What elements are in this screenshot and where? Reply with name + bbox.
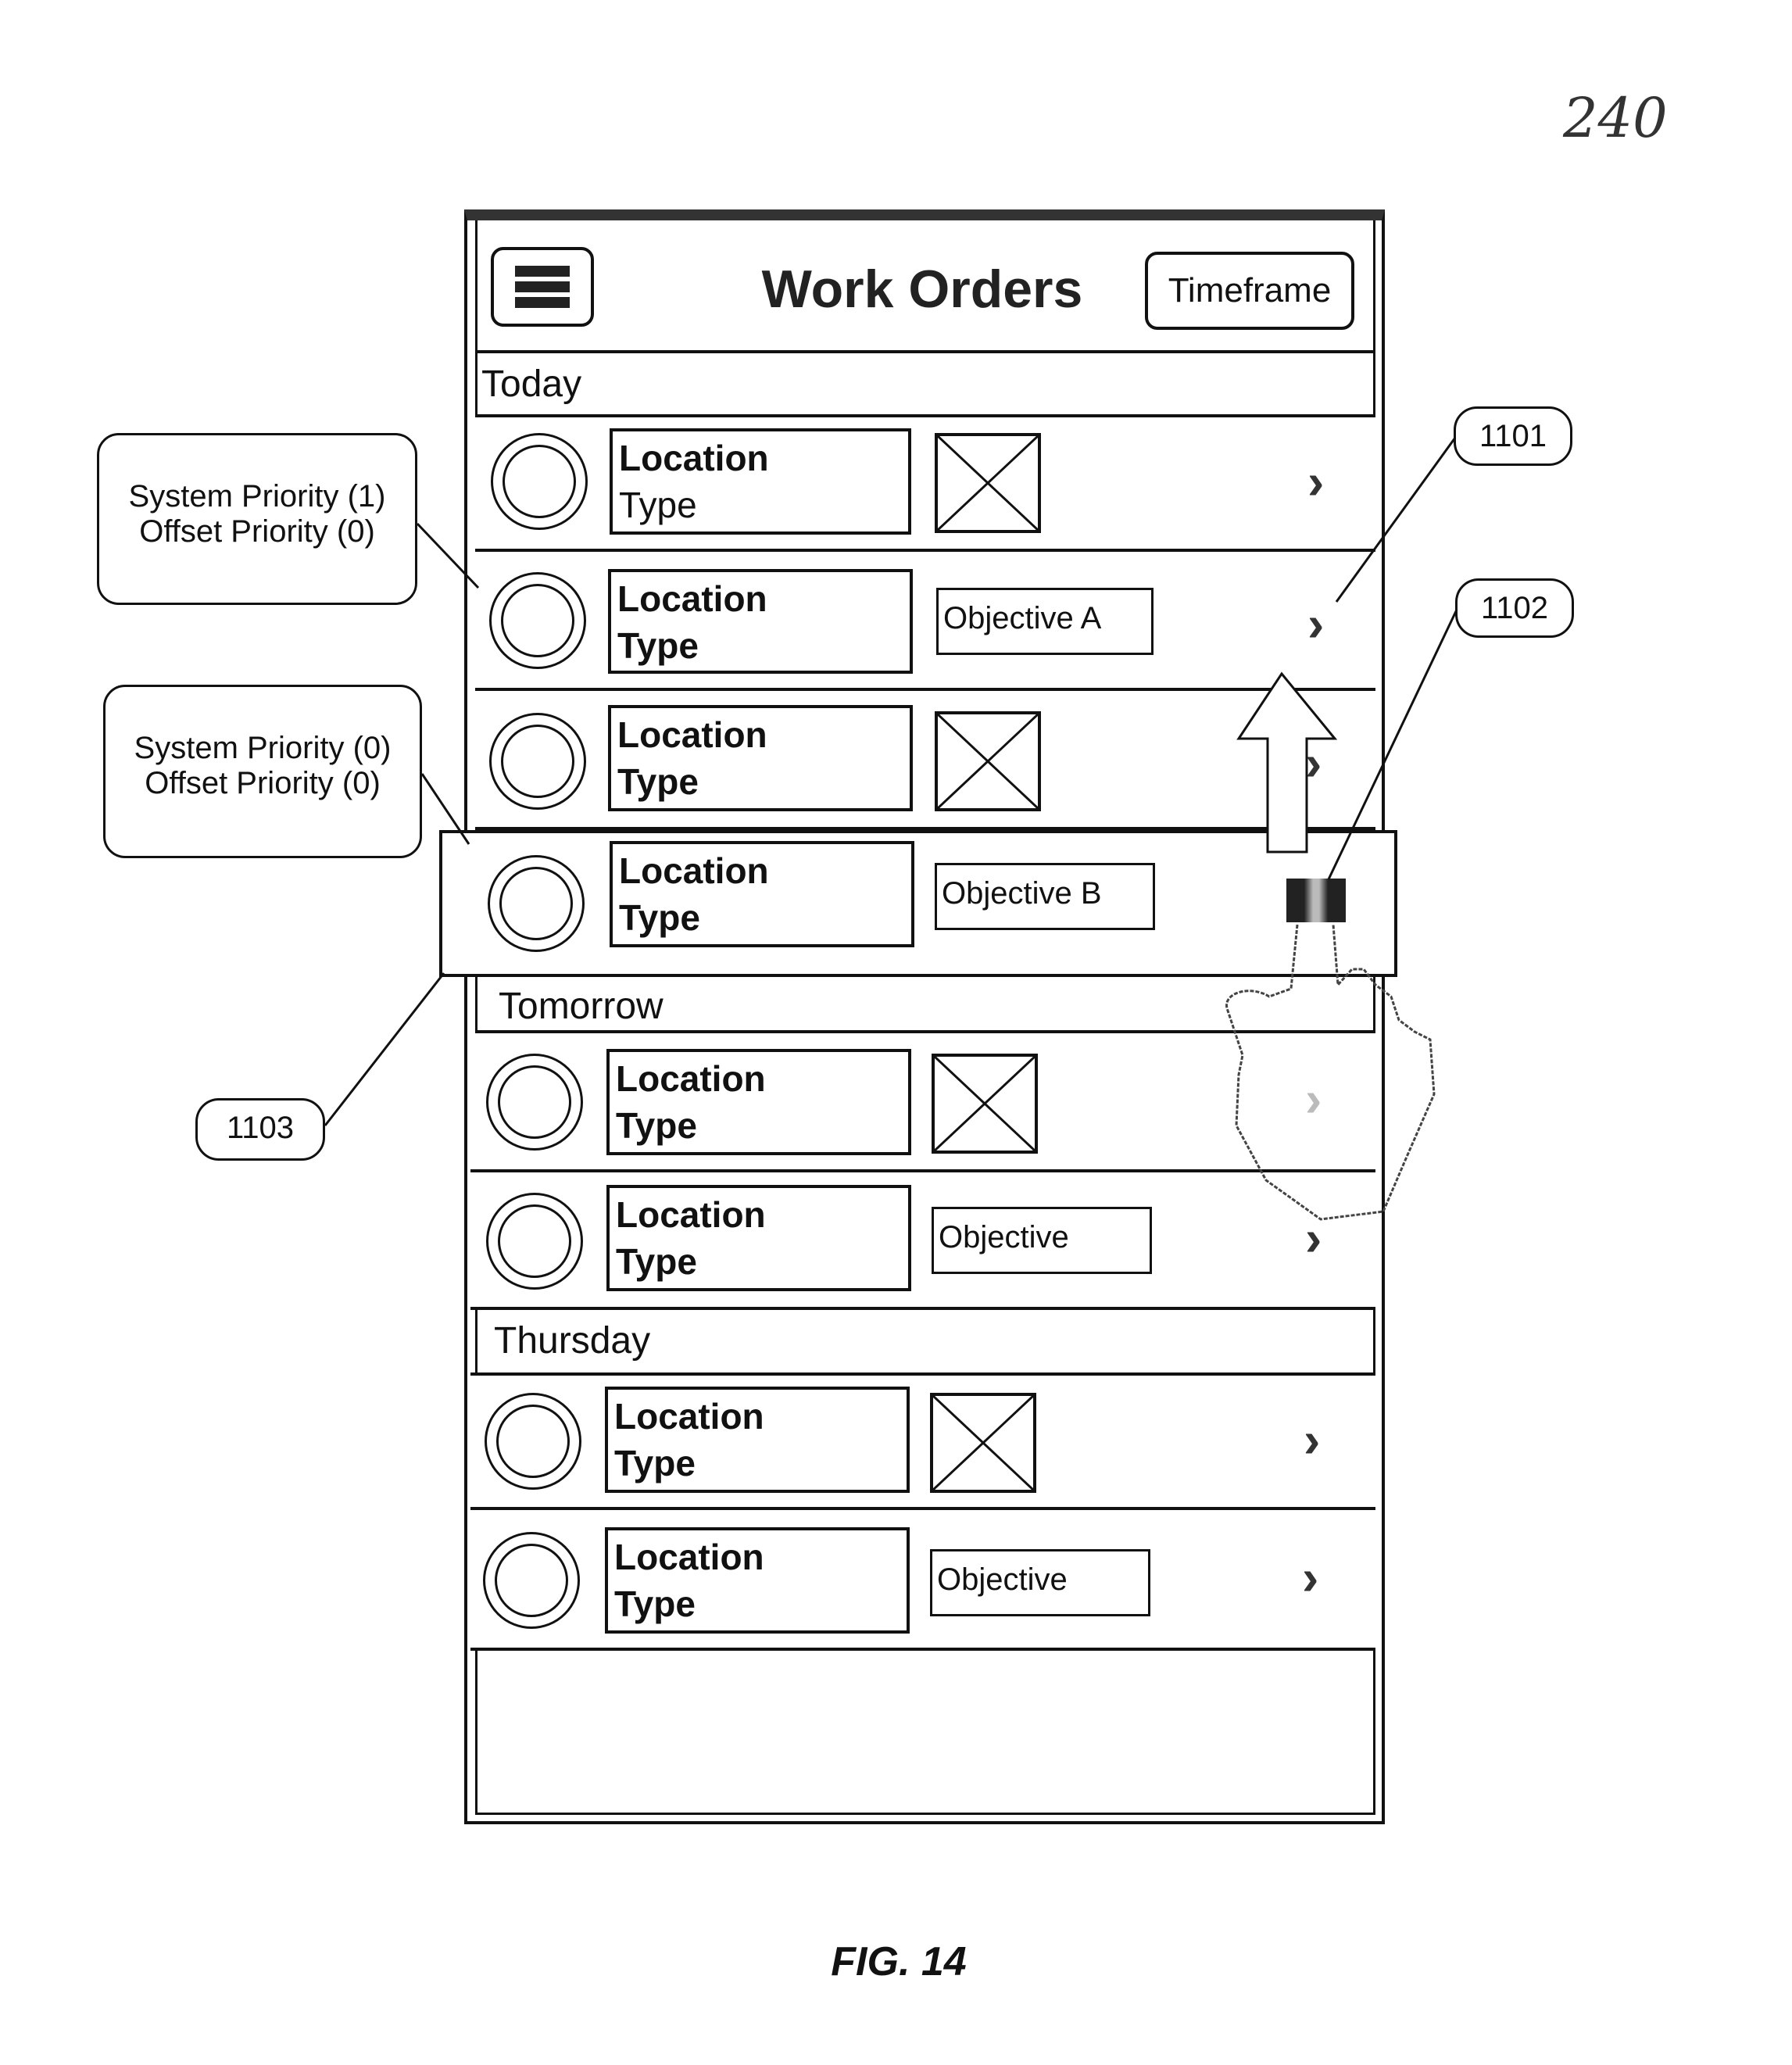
radio-inner-icon xyxy=(503,445,576,518)
select-radio[interactable] xyxy=(489,713,586,810)
section-label: Tomorrow xyxy=(499,986,664,1027)
radio-inner-icon xyxy=(499,867,573,940)
reference-label-1101: 1101 xyxy=(1454,406,1572,466)
image-placeholder-icon xyxy=(930,1393,1036,1493)
drag-handle-icon[interactable] xyxy=(1286,879,1346,922)
select-radio[interactable] xyxy=(489,572,586,669)
location-label: Location xyxy=(619,850,769,891)
chevron-right-icon[interactable]: › xyxy=(1304,1412,1321,1468)
location-label: Location xyxy=(617,714,767,755)
chevron-right-icon[interactable]: › xyxy=(1305,1071,1322,1127)
select-radio[interactable] xyxy=(486,1193,583,1290)
type-label: Type xyxy=(619,897,700,938)
select-radio[interactable] xyxy=(488,855,585,952)
location-label: Location xyxy=(616,1058,766,1099)
radio-inner-icon xyxy=(498,1065,571,1139)
type-label: Type xyxy=(616,1241,697,1282)
chevron-right-icon[interactable]: › xyxy=(1305,735,1322,791)
priority-callout-lower: System Priority (0) Offset Priority (0) xyxy=(103,685,422,858)
menu-button[interactable] xyxy=(491,247,594,327)
chevron-right-icon[interactable]: › xyxy=(1307,596,1325,652)
location-label: Location xyxy=(619,438,769,478)
select-radio[interactable] xyxy=(491,433,588,530)
header-divider xyxy=(475,350,1375,353)
radio-inner-icon xyxy=(501,725,574,798)
offset-priority-text: Offset Priority (0) xyxy=(139,514,375,549)
chevron-right-icon[interactable]: › xyxy=(1305,1210,1322,1266)
type-label: Type xyxy=(614,1443,696,1483)
section-label: Thursday xyxy=(494,1320,651,1362)
leader-line-1103 xyxy=(324,972,445,1126)
hamburger-bar xyxy=(515,297,570,308)
section-header-tomorrow: Tomorrow xyxy=(475,969,1375,1033)
radio-inner-icon xyxy=(501,584,574,657)
objective-box: Objective B xyxy=(935,863,1155,930)
radio-inner-icon xyxy=(498,1204,571,1278)
offset-priority-text: Offset Priority (0) xyxy=(145,766,381,800)
hamburger-menu-icon xyxy=(515,266,570,277)
reference-label-1102: 1102 xyxy=(1455,578,1574,638)
reference-label-1103: 1103 xyxy=(195,1098,325,1161)
type-label: Type xyxy=(617,761,699,802)
radio-inner-icon xyxy=(495,1544,568,1617)
hamburger-bar xyxy=(515,281,570,292)
objective-box: Objective xyxy=(930,1549,1150,1616)
image-placeholder-icon xyxy=(932,1054,1038,1154)
figure-caption: FIG. 14 xyxy=(831,1939,967,1984)
select-radio[interactable] xyxy=(483,1532,580,1629)
location-label: Location xyxy=(614,1396,764,1437)
location-label: Location xyxy=(614,1537,764,1577)
radio-inner-icon xyxy=(496,1405,570,1478)
type-label: Type xyxy=(614,1584,696,1624)
section-label: Today xyxy=(481,363,582,405)
chevron-right-icon[interactable]: › xyxy=(1302,1549,1319,1605)
select-radio[interactable] xyxy=(486,1054,583,1151)
chevron-right-icon[interactable]: › xyxy=(1307,453,1325,510)
objective-box: Objective xyxy=(932,1207,1152,1274)
type-label: Type xyxy=(619,485,697,525)
priority-callout-upper: System Priority (1) Offset Priority (0) xyxy=(97,433,417,605)
objective-box: Objective A xyxy=(936,588,1154,655)
section-header-today: Today xyxy=(475,353,1375,417)
location-label: Location xyxy=(617,578,767,619)
system-priority-text: System Priority (0) xyxy=(134,731,392,765)
image-placeholder-icon xyxy=(935,433,1041,533)
image-placeholder-icon xyxy=(935,711,1041,811)
timeframe-button[interactable]: Timeframe xyxy=(1145,252,1354,330)
type-label: Type xyxy=(616,1105,697,1146)
figure-reference-240: 240 xyxy=(1563,86,1668,150)
section-header-thursday: Thursday xyxy=(470,1310,1375,1376)
type-label: Type xyxy=(617,625,699,666)
page-title: Work Orders xyxy=(761,259,1083,319)
system-priority-text: System Priority (1) xyxy=(128,479,386,514)
location-label: Location xyxy=(616,1194,766,1235)
select-radio[interactable] xyxy=(485,1393,581,1490)
